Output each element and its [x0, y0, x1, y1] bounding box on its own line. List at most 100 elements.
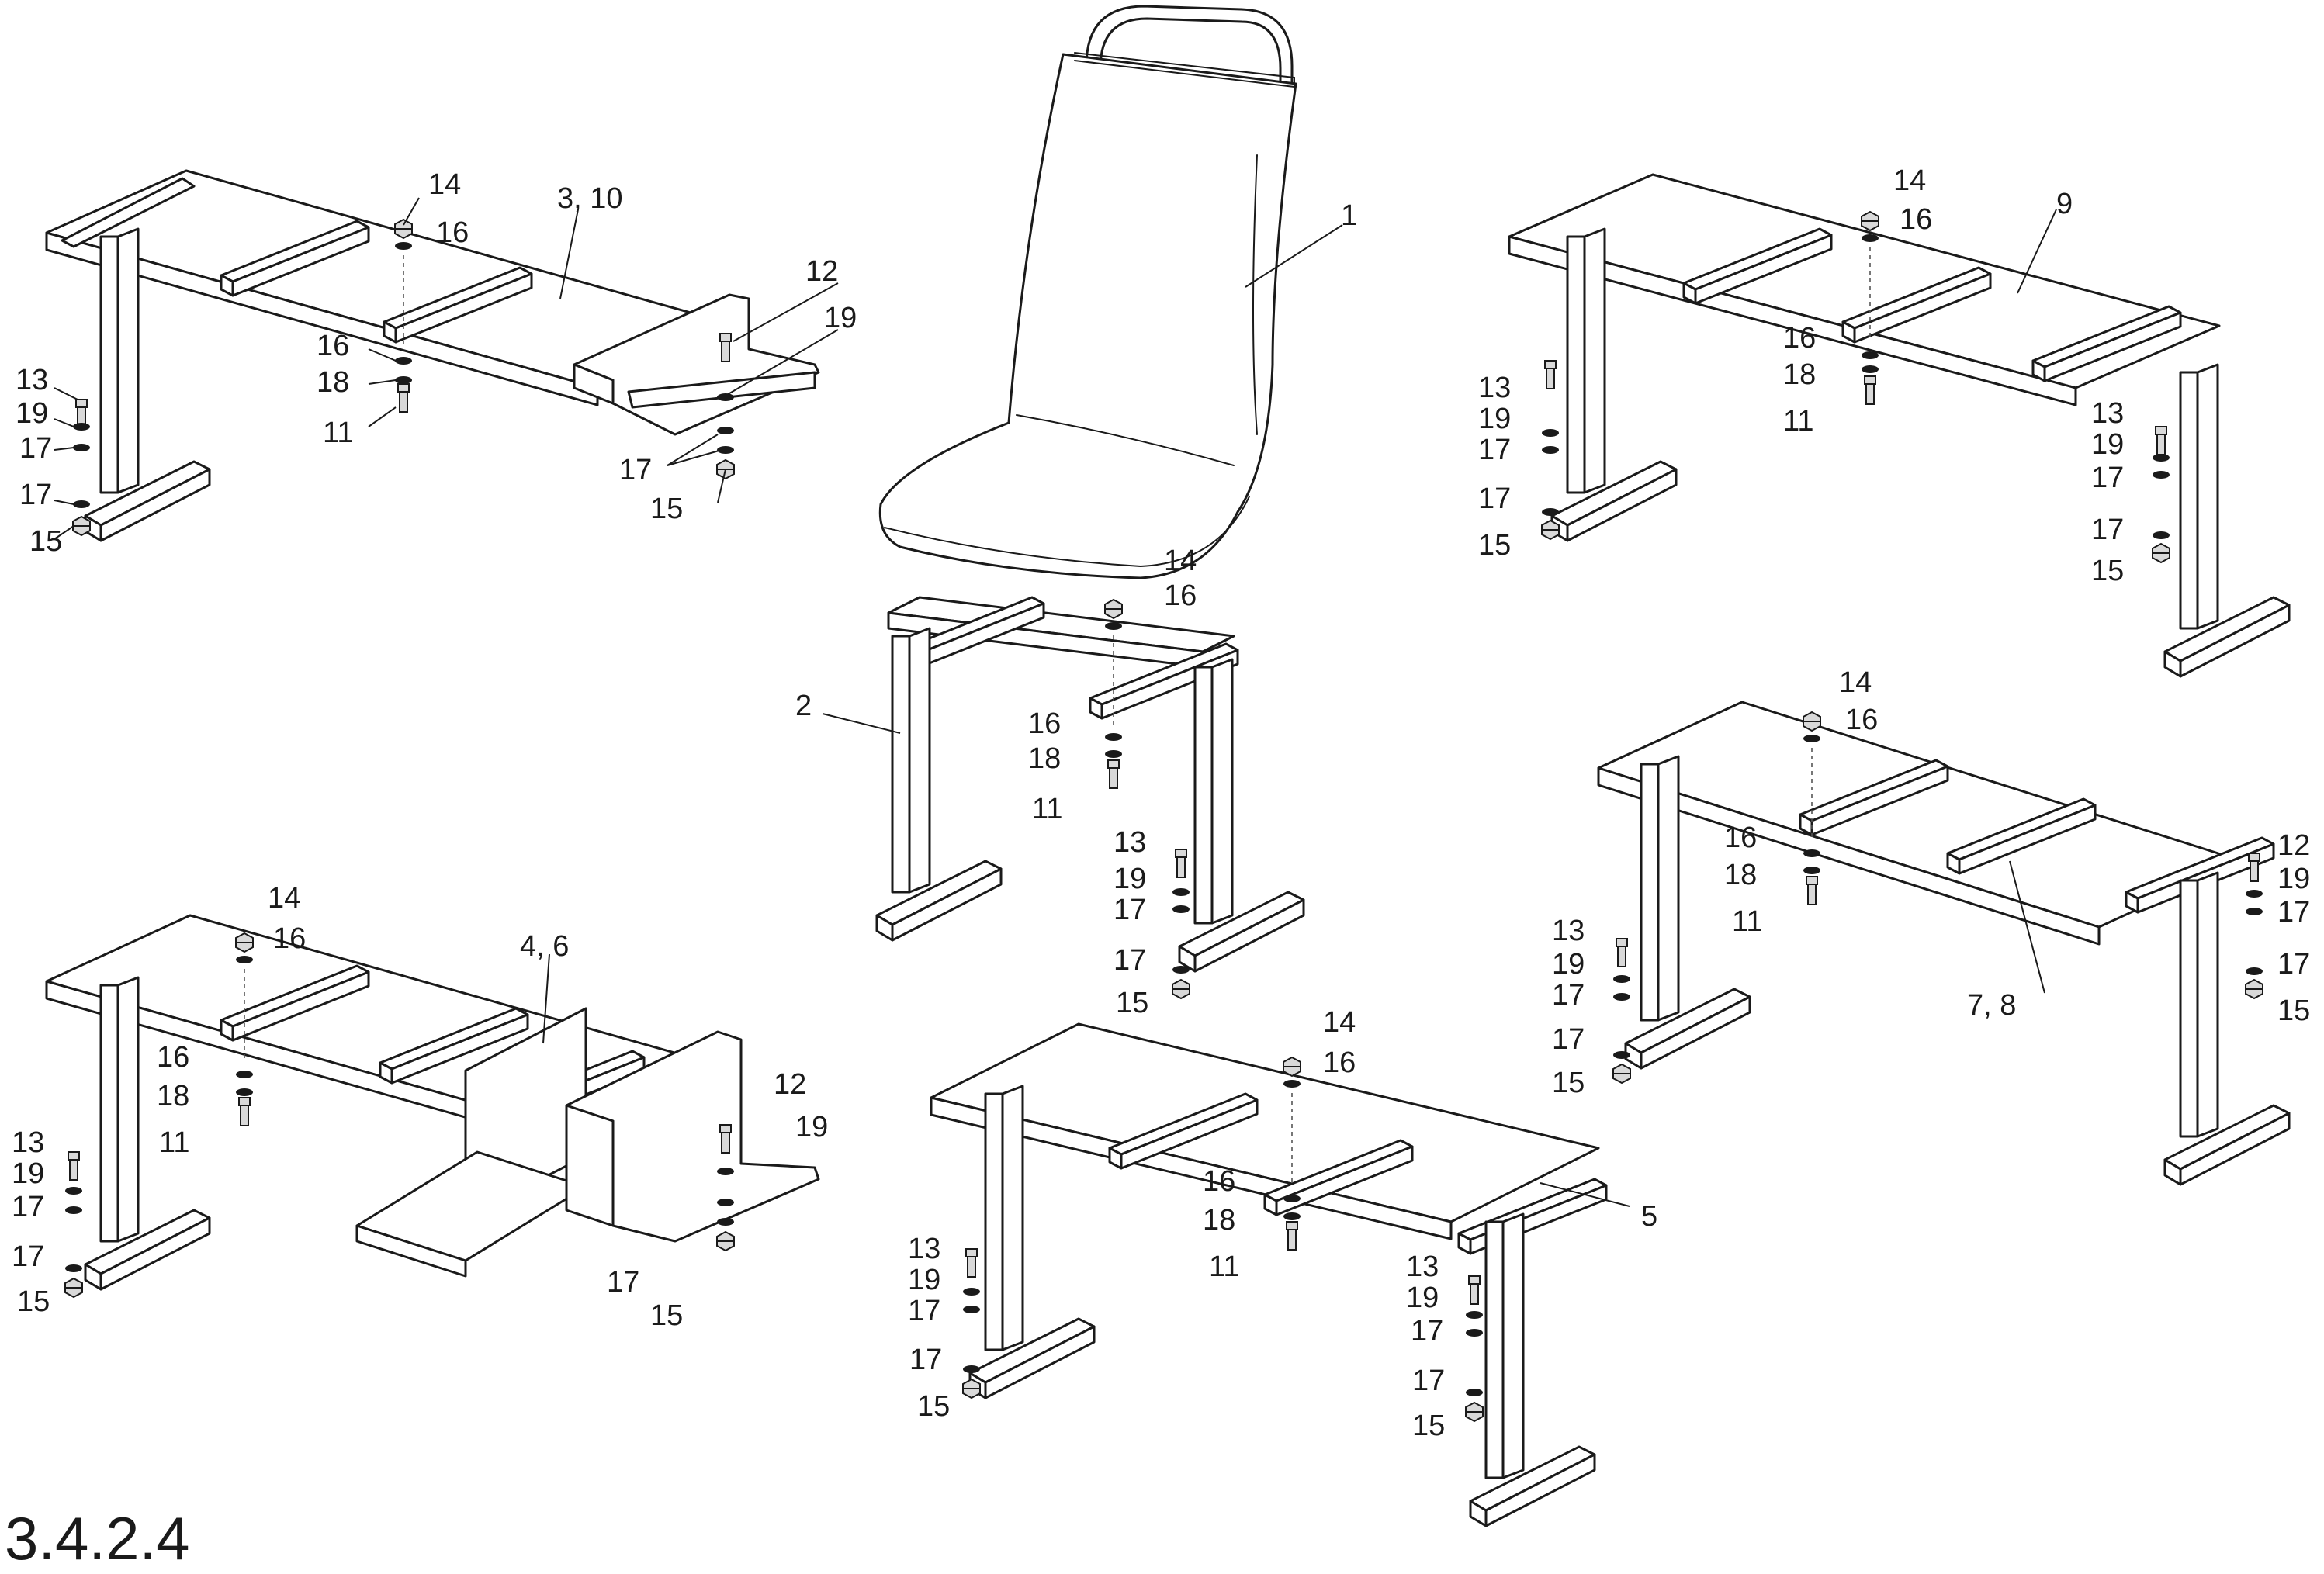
- callout-2: 2: [795, 690, 812, 722]
- callout-19: 19: [1406, 1282, 1439, 1314]
- callout-17: 17: [1478, 434, 1511, 466]
- frame-center: [875, 596, 1305, 999]
- callout-15: 15: [1478, 529, 1511, 562]
- callout-16: 16: [273, 922, 306, 955]
- callout-17: 17: [909, 1344, 942, 1376]
- callout-12: 12: [805, 255, 838, 288]
- callout-15: 15: [29, 525, 62, 558]
- callout-17: 17: [19, 432, 52, 465]
- callout-19: 19: [1552, 948, 1585, 981]
- callout-15: 15: [650, 1299, 683, 1332]
- callout-18: 18: [1783, 358, 1816, 391]
- callout-18: 18: [317, 366, 349, 399]
- callout-17: 17: [1552, 979, 1585, 1012]
- callout-1: 1: [1341, 199, 1357, 232]
- seat-shell: [878, 5, 1297, 579]
- callout-16: 16: [1323, 1046, 1356, 1079]
- callout-16: 16: [436, 216, 469, 249]
- callout-4-6: 4, 6: [520, 930, 569, 963]
- callout-17: 17: [607, 1266, 639, 1299]
- callout-17: 17: [1411, 1315, 1443, 1347]
- callout-16: 16: [1203, 1165, 1235, 1198]
- callout-13: 13: [1406, 1251, 1439, 1283]
- callout-16: 16: [1900, 203, 1932, 236]
- callout-14: 14: [428, 168, 461, 201]
- callout-19: 19: [1114, 863, 1146, 895]
- callout-15: 15: [17, 1285, 50, 1318]
- callout-16: 16: [317, 330, 349, 362]
- callout-13: 13: [1114, 826, 1146, 859]
- callout-18: 18: [1203, 1204, 1235, 1237]
- callout-18: 18: [157, 1080, 189, 1112]
- callout-15: 15: [1116, 987, 1148, 1019]
- callout-13: 13: [908, 1233, 940, 1265]
- callout-17: 17: [1114, 894, 1146, 926]
- callout-17: 17: [2277, 896, 2310, 929]
- callout-13: 13: [2091, 397, 2124, 430]
- callout-5: 5: [1641, 1200, 1657, 1233]
- callout-19: 19: [1478, 403, 1511, 435]
- callout-17: 17: [2277, 948, 2310, 981]
- callout-15: 15: [1552, 1067, 1585, 1099]
- callout-15: 15: [2277, 995, 2310, 1027]
- frame-bottom-left: [45, 914, 820, 1298]
- callout-17: 17: [12, 1240, 44, 1273]
- frame-middle-right: [1597, 701, 2291, 1186]
- callout-16: 16: [157, 1041, 189, 1074]
- callout-16: 16: [1845, 704, 1878, 736]
- callout-15: 15: [917, 1390, 950, 1423]
- callout-11: 11: [1209, 1251, 1239, 1283]
- callout-14: 14: [1164, 545, 1197, 577]
- callout-17: 17: [1478, 483, 1511, 515]
- callout-16: 16: [1164, 579, 1197, 612]
- callout-11: 11: [323, 417, 353, 449]
- callout-7-8: 7, 8: [1967, 989, 2016, 1022]
- callout-3-10: 3, 10: [557, 182, 623, 215]
- callout-11: 11: [1732, 905, 1762, 938]
- figure-number: 3.4.2.4: [5, 1504, 190, 1572]
- callout-15: 15: [1412, 1410, 1445, 1442]
- callout-16: 16: [1783, 322, 1816, 355]
- callout-15: 15: [650, 493, 683, 525]
- callout-16: 16: [1028, 707, 1061, 740]
- callout-14: 14: [1893, 164, 1926, 197]
- frame-bottom-center: [930, 1022, 1608, 1527]
- callout-17: 17: [19, 479, 52, 511]
- callout-13: 13: [1552, 915, 1585, 947]
- callout-14: 14: [1839, 666, 1872, 699]
- callout-13: 13: [12, 1126, 44, 1159]
- callout-12: 12: [774, 1068, 806, 1101]
- callout-17: 17: [1412, 1365, 1445, 1397]
- frame-top-left: [45, 169, 820, 542]
- callout-17: 17: [12, 1191, 44, 1223]
- callout-11: 11: [159, 1126, 189, 1159]
- callouts: 1 2 3, 10 4, 6 5 7, 8 9 14 16 12 19 16 1…: [12, 164, 2310, 1442]
- callout-11: 11: [1783, 405, 1813, 438]
- callout-12: 12: [2277, 829, 2310, 862]
- callout-17: 17: [2091, 462, 2124, 494]
- callout-18: 18: [1724, 859, 1757, 891]
- callout-15: 15: [2091, 555, 2124, 587]
- callout-19: 19: [824, 302, 857, 334]
- callout-17: 17: [2091, 514, 2124, 546]
- callout-11: 11: [1032, 793, 1062, 825]
- leader-lines: [54, 197, 2057, 1207]
- callout-16: 16: [1724, 822, 1757, 854]
- callout-18: 18: [1028, 742, 1061, 775]
- callout-17: 17: [908, 1295, 940, 1327]
- callout-14: 14: [268, 882, 300, 915]
- callout-13: 13: [16, 364, 48, 396]
- callout-17: 17: [1114, 944, 1146, 977]
- callout-19: 19: [2091, 428, 2124, 461]
- callout-19: 19: [2277, 863, 2310, 895]
- callout-19: 19: [795, 1111, 828, 1143]
- callout-19: 19: [16, 397, 48, 430]
- callout-9: 9: [2056, 188, 2073, 220]
- callout-14: 14: [1323, 1006, 1356, 1039]
- callout-13: 13: [1478, 372, 1511, 404]
- callout-19: 19: [908, 1264, 940, 1296]
- frame-top-right: [1508, 173, 2291, 678]
- callout-17: 17: [1552, 1023, 1585, 1056]
- callout-17: 17: [619, 454, 652, 486]
